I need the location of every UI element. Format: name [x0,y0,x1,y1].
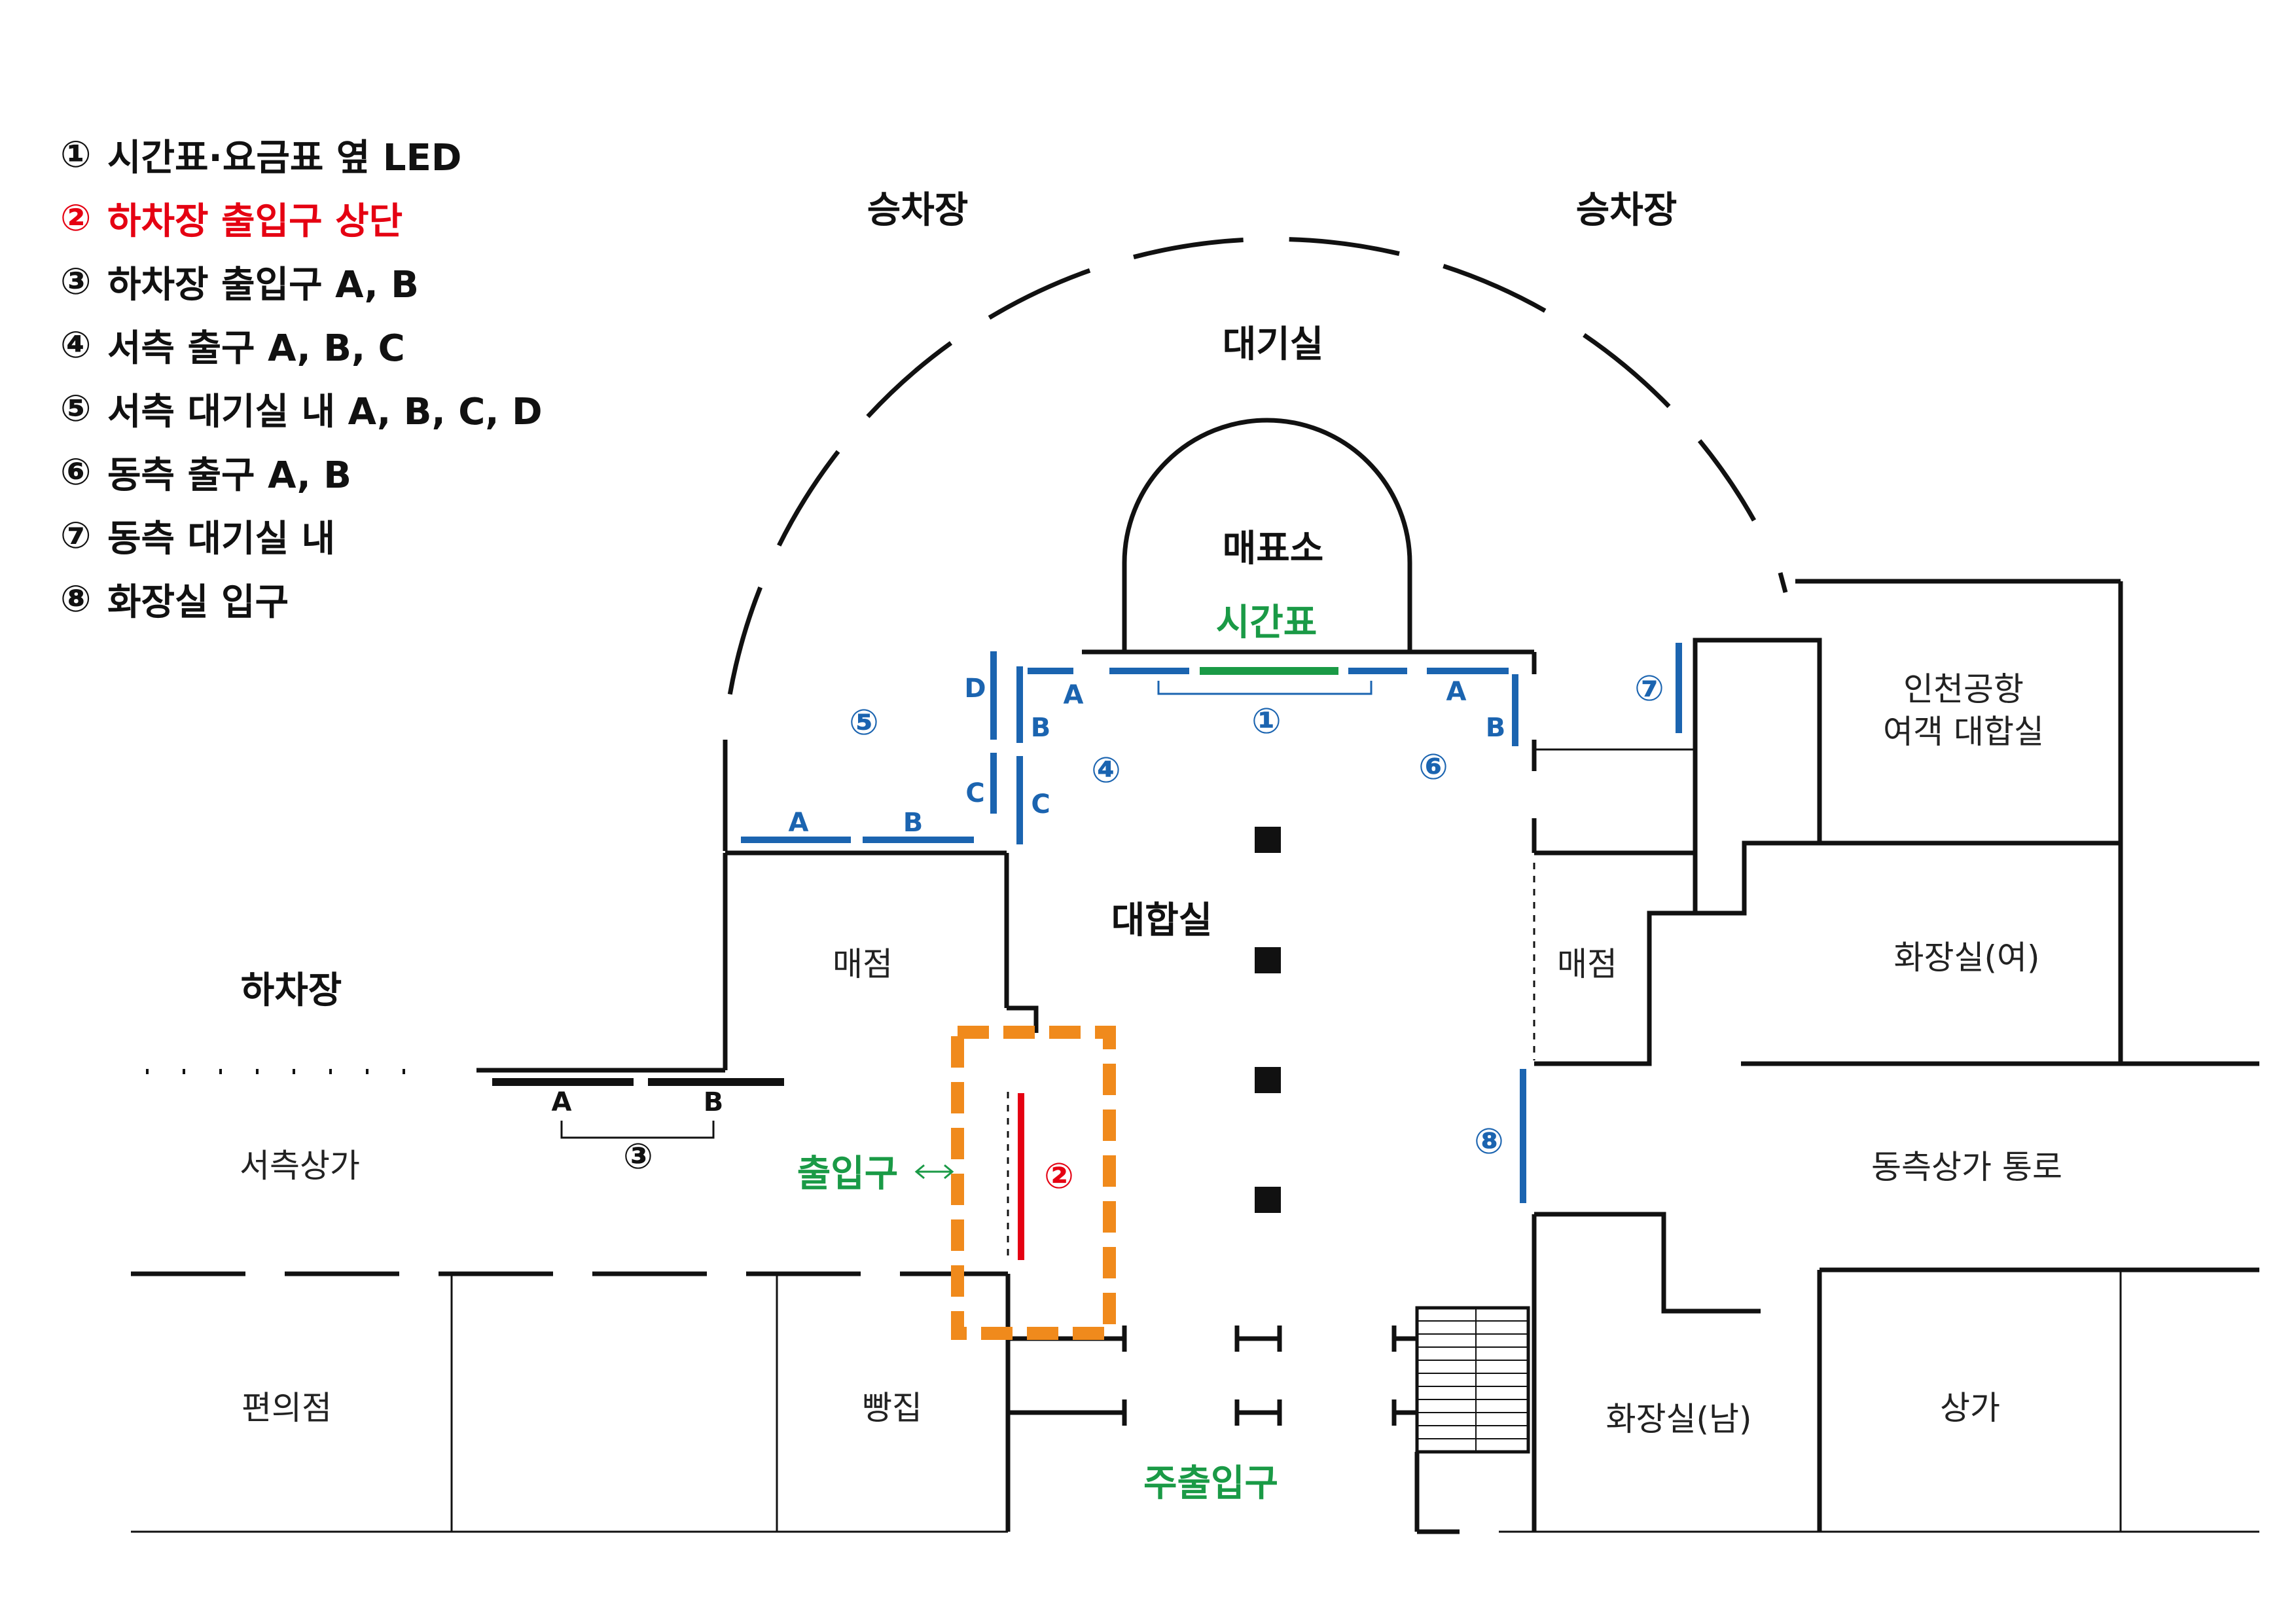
marker-1-bracket [1157,681,1372,695]
dropoff-label: 하차장 [241,969,342,1012]
ticket-office-label: 매표소 [1223,528,1324,570]
letter-5b: B [903,808,924,838]
boarding-left-label: 승차장 [867,189,969,232]
entrance-highlight [951,1026,1116,1340]
letter-3a: A [552,1087,572,1117]
walls [131,236,2259,1534]
ticket-office-dome [1122,418,1412,652]
east-arcade-passage-label: 동측상가 통로 [1871,1148,2062,1186]
double-arrow-icon [914,1164,954,1180]
waiting-room-arc [723,236,1757,851]
letter-4a: A [1064,680,1084,710]
letter-4c: C [1031,789,1050,820]
marker-2: ② [1044,1155,1074,1197]
letter-6b: B [1486,713,1506,743]
restroom-men-label: 화장실(남) [1605,1400,1751,1438]
timetable-label: 시간표 [1216,602,1318,644]
letter-5a: A [789,808,809,838]
bakery-label: 빵집 [862,1389,922,1427]
marker-8: ⑧ [1474,1121,1504,1162]
letter-5d: D [964,674,986,704]
letter-3b: B [704,1087,724,1117]
main-hall-label: 대합실 [1111,899,1213,942]
marker-1: ① [1251,700,1282,742]
incheon-airport-label: 인천공항 [1903,670,2024,708]
passenger-hall-label: 여객 대합실 [1883,713,2044,751]
signage-markers [741,643,1682,1203]
marker-5: ⑤ [849,702,879,743]
marker-3: ③ [623,1136,653,1177]
shop-left-label: 매점 [833,945,893,983]
pillars [1255,827,1281,1213]
marker-6: ⑥ [1418,746,1448,787]
letter-4b: B [1031,713,1051,743]
shops-label: 상가 [1940,1389,2000,1427]
boarding-right-label: 승차장 [1576,189,1677,232]
shop-right-label: 매점 [1557,945,1617,983]
entrance-label: 출입구 [797,1153,899,1195]
marker-3-bracket [560,1121,715,1139]
letter-6a: A [1446,677,1467,707]
west-arcade-label: 서측상가 [240,1147,360,1185]
waiting-room-label: 대기실 [1223,323,1324,366]
letter-5c: C [965,778,984,808]
main-entrance-label: 주출입구 [1143,1462,1278,1505]
marker-4: ④ [1091,749,1121,791]
convenience-store-label: 편의점 [242,1389,332,1427]
marker-7: ⑦ [1634,668,1664,709]
restroom-women-label: 화장실(여) [1893,939,2039,977]
